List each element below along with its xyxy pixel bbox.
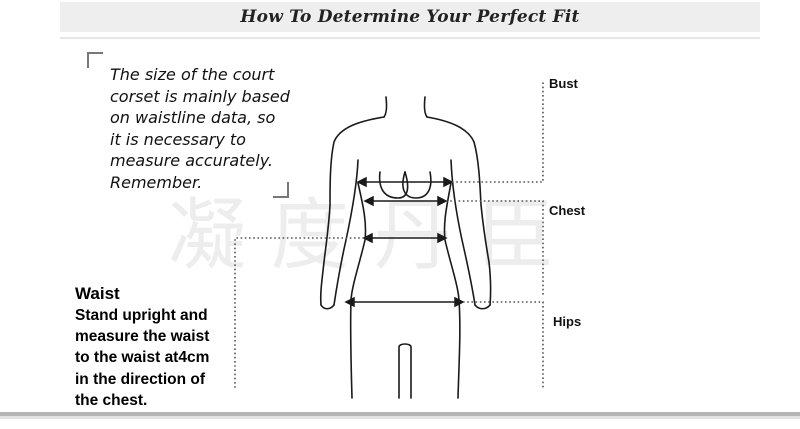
chest-label: Chest	[549, 203, 586, 218]
hips-arrow-head-right	[454, 296, 465, 308]
right-hand	[474, 304, 491, 310]
waist-line: the chest.	[75, 391, 148, 409]
note-line: it is necessary to	[110, 129, 246, 149]
measurement-arrows	[344, 176, 465, 308]
hips-arrow-head-left	[344, 296, 355, 308]
bust-arrow-head-right	[443, 176, 454, 188]
title-banner: How To Determine Your Perfect Fit	[60, 2, 760, 32]
chest-arrow-head-left	[363, 195, 374, 207]
title-divider	[60, 37, 760, 39]
note-line: The size of the court	[110, 65, 275, 84]
page-title: How To Determine Your Perfect Fit	[240, 7, 580, 27]
note-line: on waistline data, so	[110, 108, 276, 127]
torso-right-side	[443, 182, 461, 399]
bottom-divider	[0, 412, 800, 416]
torso-left-side	[349, 182, 367, 399]
bust-label: Bust	[549, 76, 578, 91]
waist-heading: Waist	[75, 284, 120, 303]
hips-guide-line	[463, 301, 544, 388]
note-bracket-bottom-right	[273, 182, 289, 198]
bust-left-cup	[378, 171, 409, 199]
note-bracket-top-left	[87, 52, 103, 68]
waist-instructions: Stand upright and measure the waist to t…	[75, 305, 245, 411]
hips-label: Hips	[553, 314, 582, 329]
waist-line: to the waist at4cm	[75, 349, 210, 367]
neck-right-line	[423, 96, 428, 118]
dotted-guides	[234, 80, 544, 388]
bust-right-cup	[402, 171, 432, 199]
note-line: corset is mainly based	[110, 86, 290, 106]
waist-line: measure the waist	[75, 328, 210, 346]
inner-legs	[398, 343, 412, 399]
waist-line: in the direction of	[75, 370, 206, 388]
bust-arrow-head-left	[356, 176, 367, 188]
left-arm-inner	[333, 159, 359, 306]
neck-left-line	[383, 96, 388, 118]
watermark-text: 凝 度 丹 臣	[168, 191, 554, 281]
bottom-divider-shadow	[0, 416, 800, 419]
measurement-note: The size of the court corset is mainly b…	[110, 64, 310, 193]
waist-arrow-head-left	[362, 232, 373, 244]
waist-line: Stand upright and	[75, 307, 208, 324]
chest-arrow-head-right	[437, 195, 448, 207]
left-arm-outer	[319, 116, 385, 306]
right-arm-outer	[426, 116, 492, 306]
chest-guide-line	[446, 200, 544, 295]
note-line: measure accurately.	[110, 151, 274, 170]
bust-guide-line	[452, 80, 544, 183]
left-hand	[320, 304, 335, 310]
waist-guide-line	[234, 237, 364, 388]
note-line: Remember.	[110, 172, 203, 192]
waist-arrow-head-right	[437, 232, 448, 244]
